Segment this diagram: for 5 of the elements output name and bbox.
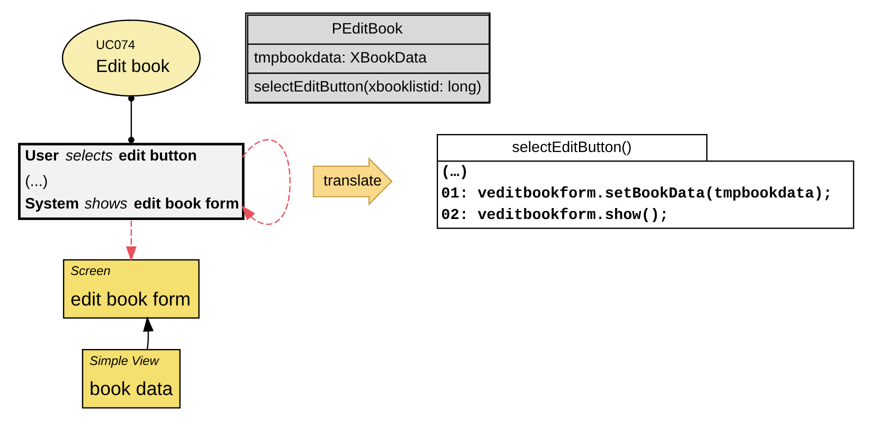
arrow — [142, 316, 154, 350]
node-ellipse: UC074 Edit book — [61, 20, 200, 97]
connector — [128, 95, 134, 144]
arrow — [125, 220, 136, 262]
arrow — [240, 139, 290, 225]
